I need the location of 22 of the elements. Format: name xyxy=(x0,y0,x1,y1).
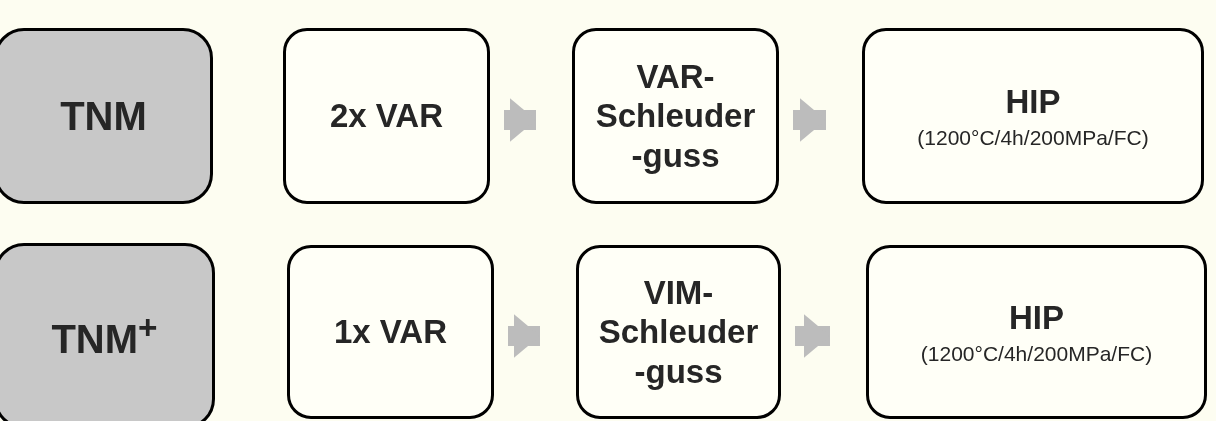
alloy-box xyxy=(0,28,213,204)
block-arrow xyxy=(504,98,536,142)
box-label: 2x VAR xyxy=(329,96,444,136)
alloy-box xyxy=(0,243,215,421)
process-box xyxy=(576,245,781,419)
process-box xyxy=(866,245,1207,419)
box-label: VIM- Schleuder -guss xyxy=(597,272,760,392)
process-box xyxy=(283,28,490,204)
process-box xyxy=(862,28,1204,204)
block-arrow xyxy=(795,314,830,358)
process-box xyxy=(572,28,779,204)
box-label: TNM$^{+}$ xyxy=(51,308,158,364)
process-parameters: (1200°C/4h/200MPa/FC) xyxy=(917,125,1149,151)
process-parameters: (1200°C/4h/200MPa/FC) xyxy=(920,341,1153,367)
box-label: TNM xyxy=(60,93,147,140)
box-label: HIP xyxy=(1005,81,1061,122)
block-arrow xyxy=(508,314,540,358)
box-label: HIP xyxy=(1009,297,1064,338)
box-label: 1x VAR xyxy=(333,312,448,352)
block-arrow xyxy=(793,98,826,142)
box-label: VAR- Schleuder -guss xyxy=(594,56,757,176)
process-box xyxy=(287,245,494,419)
